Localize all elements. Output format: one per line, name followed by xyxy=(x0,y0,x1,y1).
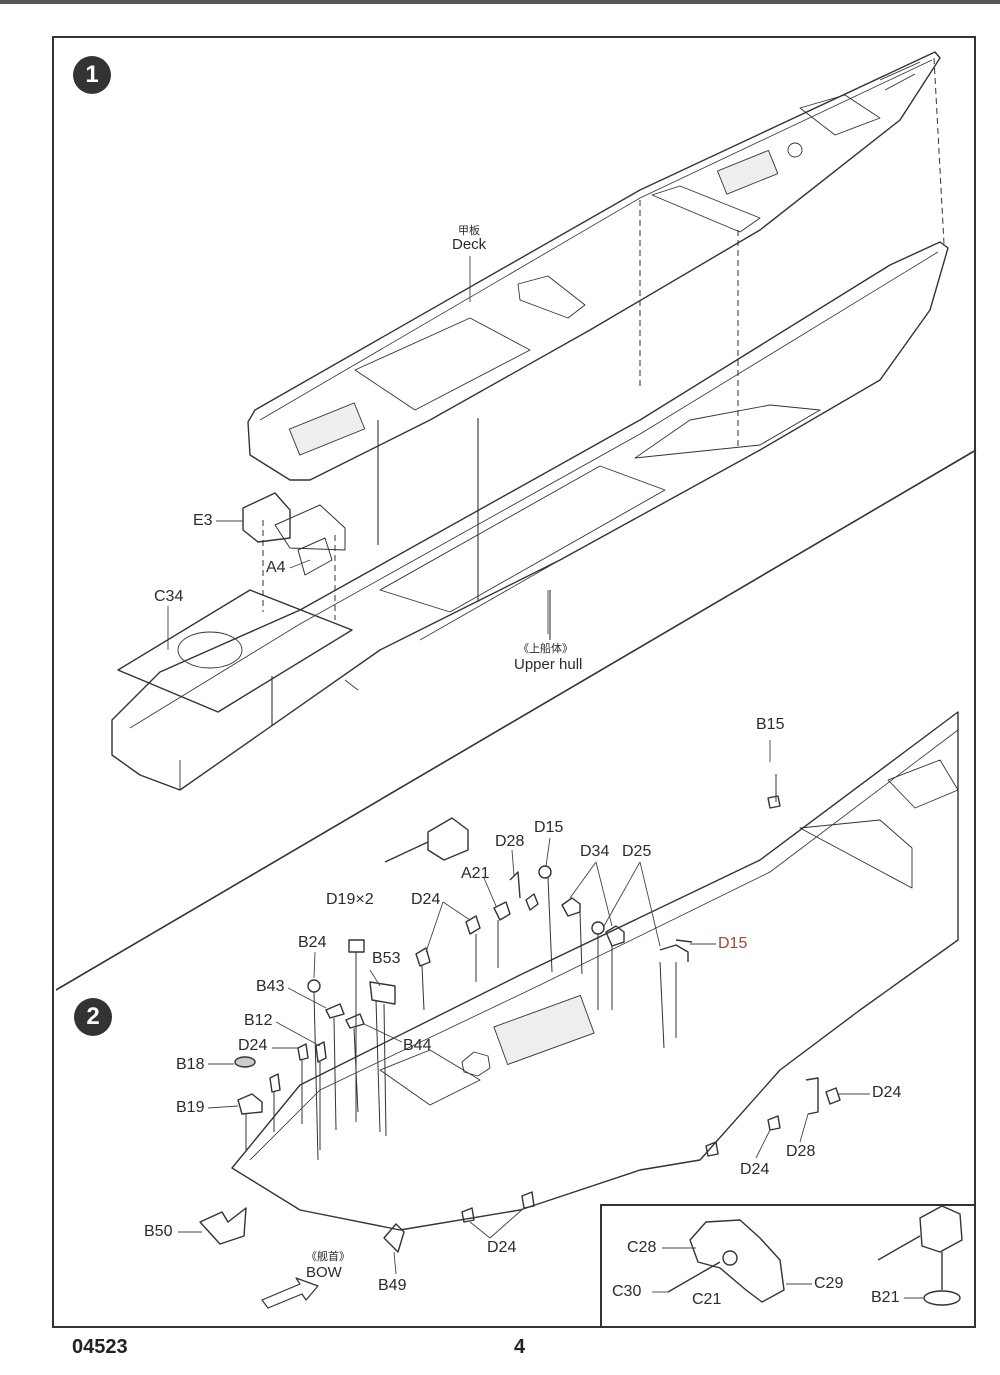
part-b12-label: B12 xyxy=(244,1012,273,1029)
inset-c29-label: C29 xyxy=(814,1275,844,1292)
deck-outline xyxy=(247,51,941,481)
part-b15-label: B15 xyxy=(756,716,785,733)
top-rule xyxy=(0,0,1000,4)
part-b24-label: B24 xyxy=(298,934,327,951)
part-d34-label: D34 xyxy=(580,843,610,860)
part-d24-b-label: D24 xyxy=(238,1037,268,1054)
c34-plate xyxy=(117,589,353,713)
part-b49-label: B49 xyxy=(378,1277,407,1294)
part-a4-label: A4 xyxy=(266,559,286,576)
inset-b21-label: B21 xyxy=(871,1289,900,1306)
part-d19x2-label: D19×2 xyxy=(326,891,374,908)
part-d24-a-label: D24 xyxy=(411,891,441,908)
page-number: 4 xyxy=(514,1336,526,1358)
upper-hull-outline xyxy=(111,241,949,791)
part-d15-top-label: D15 xyxy=(534,819,564,836)
turret-inset xyxy=(600,1204,976,1328)
part-d15-right-label: D15 xyxy=(718,935,748,952)
part-a21-label: A21 xyxy=(461,865,490,882)
part-d24-d-label: D24 xyxy=(740,1161,770,1178)
product-code: 04523 xyxy=(72,1336,128,1358)
inset-c30-label: C30 xyxy=(612,1283,642,1300)
part-d28-right-label: D28 xyxy=(786,1143,816,1160)
step-divider xyxy=(55,449,977,991)
part-b18-label: B18 xyxy=(176,1056,205,1073)
part-d25-label: D25 xyxy=(622,843,652,860)
upper-hull-label-cn: 《上船体》 xyxy=(518,643,573,655)
part-d28-top-label: D28 xyxy=(495,833,525,850)
part-d24-c-label: D24 xyxy=(872,1084,902,1101)
bow-label-en: BOW xyxy=(306,1264,342,1281)
part-b44-label: B44 xyxy=(403,1037,432,1054)
step-1-badge: 1 xyxy=(73,56,111,94)
part-b43-label: B43 xyxy=(256,978,285,995)
deck-label-en: Deck xyxy=(452,236,487,253)
inset-c21-label: C21 xyxy=(692,1291,722,1308)
deck-label-cn: 甲板 xyxy=(458,225,480,237)
instruction-frame xyxy=(52,36,976,1328)
upper-hull-label-en: Upper hull xyxy=(514,656,583,673)
inset-c28-label: C28 xyxy=(627,1239,657,1256)
step-2-badge: 2 xyxy=(74,998,112,1036)
hull-detail-outline xyxy=(231,711,959,1231)
part-d24-e-label: D24 xyxy=(487,1239,517,1256)
part-b53-label: B53 xyxy=(372,950,401,967)
part-c34-label: C34 xyxy=(154,588,184,605)
part-b50-label: B50 xyxy=(144,1223,173,1240)
part-b19-label: B19 xyxy=(176,1099,205,1116)
part-e3-label: E3 xyxy=(193,512,213,529)
bow-arrow xyxy=(261,1277,319,1309)
bow-label-cn: 《舰首》 xyxy=(306,1251,350,1263)
